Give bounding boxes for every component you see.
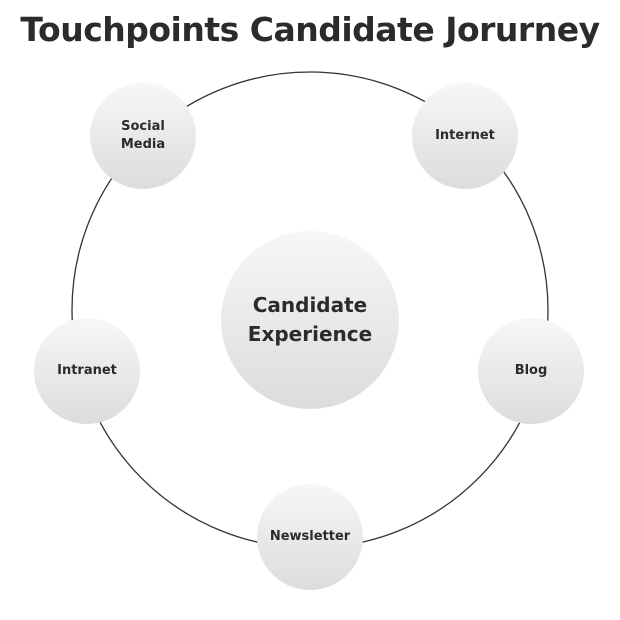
node-blog: Blog xyxy=(478,318,584,424)
node-internet: Internet xyxy=(412,83,518,189)
center-node: Candidate Experience xyxy=(221,231,399,409)
node-intranet: Intranet xyxy=(34,318,140,424)
diagram-title: Touchpoints Candidate Jorurney xyxy=(20,10,600,49)
node-newsletter: Newsletter xyxy=(257,484,363,590)
node-social-media: Social Media xyxy=(90,83,196,189)
